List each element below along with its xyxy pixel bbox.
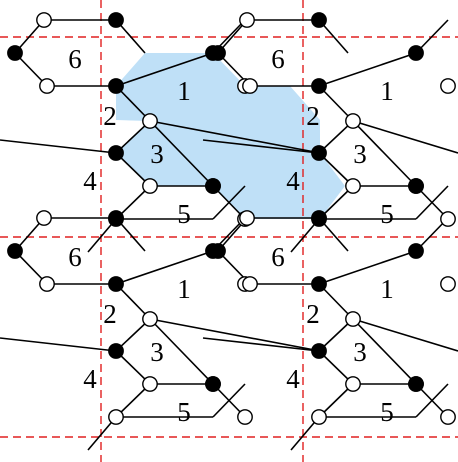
black-vertex-c2-bH: [108, 276, 124, 292]
edge-c0-9: [149, 120, 214, 187]
black-vertex-c3-bQ: [311, 343, 327, 359]
black-vertex-extra-c2-2: [205, 376, 221, 392]
black-vertex-c0-bH: [108, 78, 124, 94]
black-vertex-c1-bTR: [408, 45, 424, 61]
white-vertex-c0-wR: [142, 178, 158, 194]
black-vertex-c1-bH: [311, 78, 327, 94]
face-label-3-c3: 3: [353, 337, 367, 367]
face-label-5-c2: 5: [177, 397, 191, 427]
white-vertex-c1-wA: [239, 12, 255, 28]
black-vertex-c1-bA: [311, 12, 327, 28]
white-vertex-c3-wB: [311, 409, 327, 425]
tiling-vertices: [7, 12, 456, 425]
edge-c1-4: [318, 52, 417, 87]
edge-c2-5: [115, 283, 151, 320]
white-vertex-c1-wR: [345, 178, 361, 194]
edge-c1-5: [318, 85, 354, 122]
black-vertex-c0-bL: [7, 45, 23, 61]
face-label-5-c0: 5: [177, 199, 191, 229]
white-vertex-c3-wR: [345, 376, 361, 392]
face-label-3-c2: 3: [150, 337, 164, 367]
black-vertex-extra-c3-2: [408, 376, 424, 392]
black-vertex-c0-bA: [108, 12, 124, 28]
edge-c3-4: [318, 250, 417, 285]
white-vertex-c2-wB: [108, 409, 124, 425]
face-label-4-c0: 4: [83, 166, 97, 196]
black-vertex-extra-c0-2: [205, 178, 221, 194]
edge-c2-9: [149, 318, 214, 385]
cross-edge-c1-6: [202, 139, 320, 154]
face-label-6-c1: 6: [271, 44, 285, 74]
black-vertex-c0-bQ: [108, 145, 124, 161]
edge-c3-9: [352, 318, 417, 385]
cross-edge-c0-7: [212, 185, 246, 220]
black-vertex-extra-c1-2: [408, 178, 424, 194]
white-vertex-c3-wM: [345, 311, 361, 327]
face-label-2-c0: 2: [103, 101, 117, 131]
edge-c1-9: [352, 120, 417, 187]
face-label-3-c0: 3: [150, 139, 164, 169]
cross-edge-c1-7: [415, 185, 449, 220]
white-vertex-extra-c3-1: [440, 409, 456, 425]
white-vertex-c0-wM: [142, 113, 158, 129]
cross-edge-c0-6: [0, 139, 117, 154]
face-label-6-c2: 6: [68, 242, 82, 272]
black-vertex-c2-bA: [108, 210, 124, 226]
face-label-4-c1: 4: [286, 166, 300, 196]
face-label-6-c3: 6: [271, 242, 285, 272]
face-label-5-c3: 5: [380, 397, 394, 427]
edge-c2-4: [115, 250, 214, 285]
black-vertex-c3-bA: [311, 210, 327, 226]
cross-edge-c3-7: [415, 383, 449, 418]
cross-edge-c1-5: [352, 120, 458, 154]
edge-c3-5: [318, 283, 354, 320]
cross-edge-c2-6: [0, 337, 117, 352]
black-vertex-c3-bH: [311, 276, 327, 292]
white-vertex-c1-wM: [345, 113, 361, 129]
white-vertex-c2-wL: [39, 276, 55, 292]
face-label-4-c2: 4: [83, 364, 97, 394]
edge-c0-4: [115, 52, 214, 87]
cross-edge-c2-7: [212, 383, 246, 418]
white-vertex-c2-wR: [142, 376, 158, 392]
white-vertex-c1-wL: [242, 78, 258, 94]
black-vertex-c3-bL: [210, 243, 226, 259]
face-label-1-c3: 1: [380, 274, 394, 304]
white-vertex-c2-wM: [142, 311, 158, 327]
cross-edge-c3-6: [202, 337, 320, 352]
face-label-2-c3: 2: [306, 299, 320, 329]
cross-edge-c3-5: [352, 318, 458, 352]
face-label-1-c0: 1: [177, 76, 191, 106]
face-label-2-c2: 2: [103, 299, 117, 329]
cross-edge-c2-5: [149, 318, 321, 352]
face-label-5-c1: 5: [380, 199, 394, 229]
white-vertex-extra-c1-0: [440, 78, 456, 94]
white-vertex-extra-c3-0: [440, 276, 456, 292]
face-label-1-c2: 1: [177, 274, 191, 304]
face-label-2-c1: 2: [306, 101, 320, 131]
face-label-6-c0: 6: [68, 44, 82, 74]
face-label-1-c1: 1: [380, 76, 394, 106]
face-label-3-c1: 3: [353, 139, 367, 169]
white-vertex-extra-c2-1: [237, 409, 253, 425]
white-vertex-c0-wA: [36, 12, 52, 28]
white-vertex-c3-wL: [242, 276, 258, 292]
cross-edge-c0-5: [149, 120, 321, 154]
face-label-4-c3: 4: [286, 364, 300, 394]
black-vertex-c2-bQ: [108, 343, 124, 359]
black-vertex-c3-bTR: [408, 243, 424, 259]
edge-c0-5: [115, 85, 151, 122]
white-vertex-c2-wA: [36, 210, 52, 226]
white-vertex-extra-c1-1: [440, 211, 456, 227]
white-vertex-c0-wL: [39, 78, 55, 94]
black-vertex-c1-bQ: [311, 145, 327, 161]
black-vertex-c2-bL: [7, 243, 23, 259]
face-labels: 1 2 3 4 5 6 1 2 3 4 5 6 1 2 3 4 5 6 1 2 3 4 5 6: [68, 44, 394, 427]
black-vertex-c1-bL: [210, 45, 226, 61]
white-vertex-c3-wA: [239, 210, 255, 226]
